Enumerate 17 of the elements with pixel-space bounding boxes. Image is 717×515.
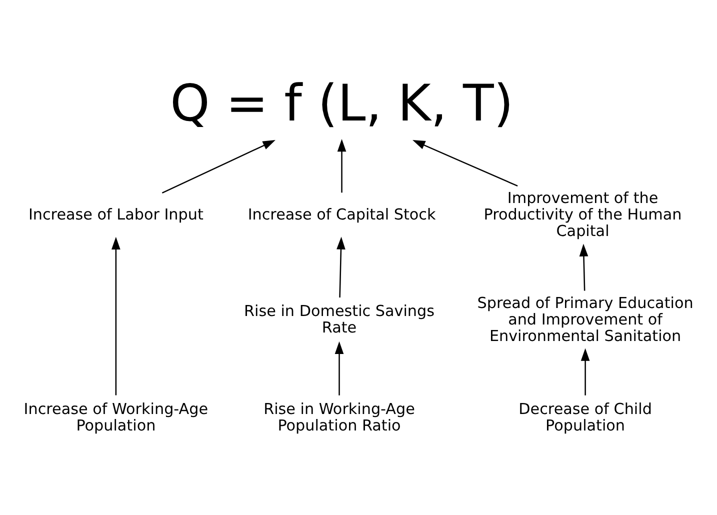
arrow bbox=[336, 236, 346, 298]
node-text: Decrease of Child Population bbox=[518, 399, 652, 434]
node-text: Q = f (L, K, T) bbox=[170, 72, 514, 132]
arrow bbox=[334, 340, 344, 395]
node-text: Improvement of the Productivity of the Human Capital bbox=[484, 188, 682, 240]
arrow bbox=[337, 138, 346, 192]
arrow bbox=[580, 348, 590, 395]
arrow bbox=[112, 236, 120, 395]
node-text: Rise in Domestic Savings Rate bbox=[244, 302, 434, 336]
node-text: Rise in Working-Age Population Ratio bbox=[264, 399, 415, 434]
node-text: Increase of Labor Input bbox=[28, 205, 204, 224]
arrow bbox=[162, 140, 276, 193]
node-text: Increase of Capital Stock bbox=[248, 205, 436, 224]
node-text: Spread of Primary Education and Improvement of Environmental Sanitation bbox=[477, 293, 694, 344]
node-text: Increase of Working-Age Population bbox=[24, 399, 208, 434]
arrow bbox=[579, 243, 588, 290]
arrow bbox=[412, 140, 518, 186]
